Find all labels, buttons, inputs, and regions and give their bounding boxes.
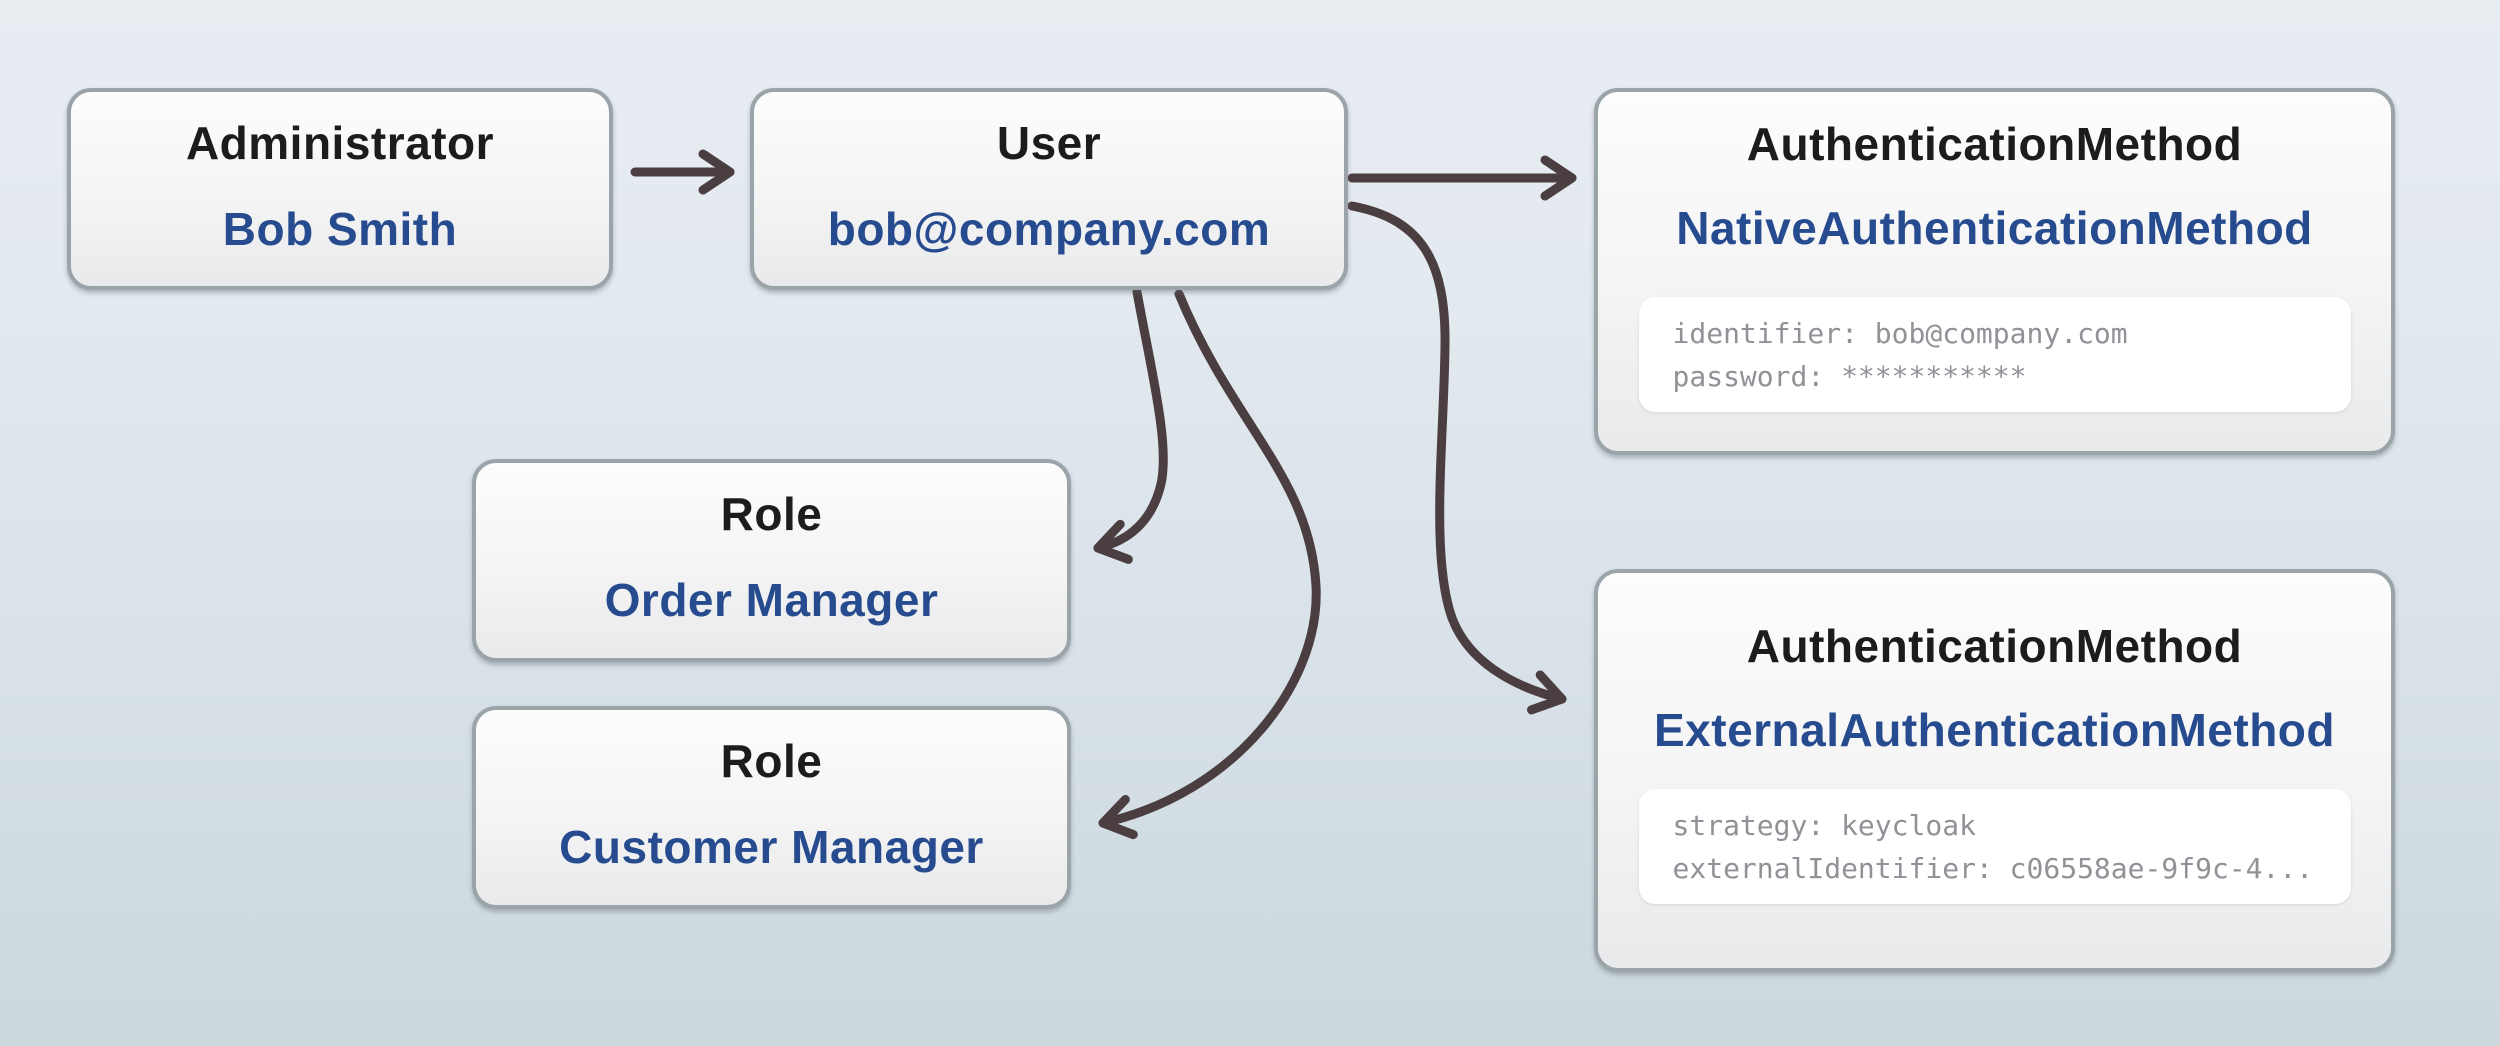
node-value-label: Order Manager: [604, 574, 939, 626]
edge-user-to-external-auth: [1347, 201, 1567, 715]
node-administrator: Administrator Bob Smith: [67, 88, 613, 290]
node-type-label: AuthenticationMethod: [1746, 620, 2243, 672]
node-type-label: AuthenticationMethod: [1746, 118, 2243, 170]
node-type-label: User: [996, 117, 1102, 169]
attribute-line: identifier: bob@company.com: [1672, 316, 2128, 350]
node-value-label: Bob Smith: [222, 203, 458, 255]
node-external-authentication-method: AuthenticationMethod ExternalAuthenticat…: [1594, 569, 2395, 972]
node-value-label: ExternalAuthenticationMethod: [1653, 704, 2336, 756]
attributes-panel: strategy: keycloak externalIdentifier: c…: [1638, 789, 2351, 904]
edge-user-to-role-order: [1093, 287, 1168, 564]
attribute-line: externalIdentifier: c06558ae-9f9c-4...: [1672, 851, 2314, 885]
node-user: User bob@company.com: [750, 88, 1348, 290]
attributes-panel: identifier: bob@company.com password: **…: [1638, 297, 2351, 412]
node-role-order-manager: Role Order Manager: [472, 459, 1071, 662]
node-value-label: NativeAuthenticationMethod: [1676, 202, 2313, 254]
node-type-label: Role: [720, 735, 823, 787]
node-type-label: Administrator: [185, 117, 495, 169]
node-value-label: bob@company.com: [827, 203, 1271, 255]
edge-user-to-role-customer: [1098, 289, 1321, 840]
node-native-authentication-method: AuthenticationMethod NativeAuthenticatio…: [1594, 88, 2395, 455]
node-value-label: Customer Manager: [559, 821, 984, 873]
attribute-line: strategy: keycloak: [1672, 808, 1976, 842]
attribute-line: password: ***********: [1672, 359, 2027, 393]
node-role-customer-manager: Role Customer Manager: [472, 706, 1071, 909]
node-type-label: Role: [720, 488, 823, 540]
